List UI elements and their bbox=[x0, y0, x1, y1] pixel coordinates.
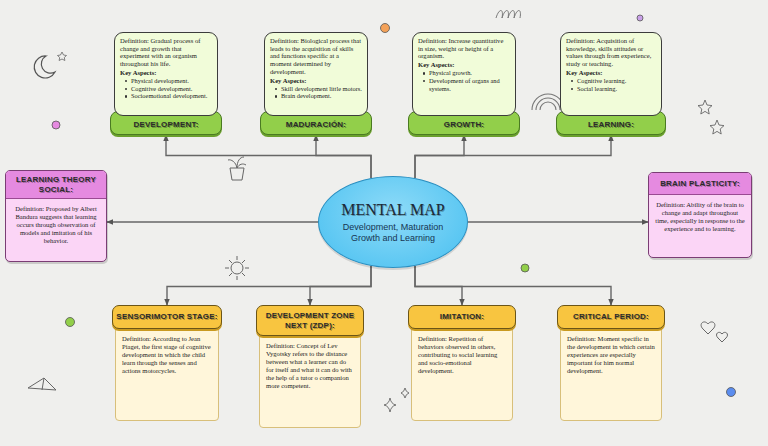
heading-text: LEARNING: bbox=[588, 120, 634, 130]
definition-text: Definition: Proposed by Albert Bandura s… bbox=[12, 205, 100, 245]
definition-panel: Definition: Moment specific in the devel… bbox=[560, 325, 662, 421]
connector-arrow bbox=[107, 221, 318, 222]
connector-arrow bbox=[468, 221, 648, 222]
bullet-item: Cognitive learning. bbox=[566, 77, 656, 85]
definition-card: SENSORIMOTOR STAGE: Definition: According… bbox=[112, 305, 222, 421]
bullet-item: Development of organs and systems. bbox=[418, 77, 510, 92]
dot-doodle bbox=[381, 24, 390, 33]
bullet-item: Physical growth. bbox=[418, 69, 510, 77]
star-doodle bbox=[698, 100, 712, 114]
map-subtitle: Development, Maturation Growth and Learn… bbox=[337, 222, 449, 244]
dot-doodle bbox=[727, 388, 736, 397]
definition-panel: Definition: Gradual process of change an… bbox=[114, 32, 218, 116]
definition-panel: Definition: Increase quantitative in siz… bbox=[412, 32, 516, 116]
definition-panel: Definition: Repetition of behaviors obse… bbox=[411, 325, 513, 421]
concept-card: Definition: Biological process that lead… bbox=[260, 32, 372, 135]
definition-text: Definition: Moment specific in the devel… bbox=[567, 335, 655, 375]
header-tab: SENSORIMOTOR STAGE: bbox=[112, 305, 222, 329]
key-aspects-label: Key Aspects: bbox=[566, 69, 656, 77]
definition-text: Definition: Concept of Lev Vygotsky refe… bbox=[266, 342, 354, 389]
star-doodle bbox=[57, 52, 66, 61]
definition-text: Definition: Increase quantitative in siz… bbox=[418, 37, 510, 60]
theory-card: LEARNING THEORY SOCIAL: Definition: Propo… bbox=[5, 170, 107, 262]
definition-panel: Definition: Ability of the brain to chan… bbox=[649, 195, 751, 257]
heading-text: BRAIN PLASTICITY: bbox=[660, 179, 740, 189]
central-topic: MENTAL MAP Development, Maturation Growth… bbox=[318, 176, 468, 268]
dot-doodle bbox=[52, 121, 60, 129]
bullet-item: Skill development little motors. bbox=[270, 85, 362, 93]
sparkle-doodle bbox=[384, 398, 396, 412]
heading-text: MADURACIÓN: bbox=[286, 120, 346, 130]
bullet-item: Physical development. bbox=[120, 77, 212, 85]
dot-doodle bbox=[521, 264, 529, 272]
definition-panel: Definition: According to Jean Piaget, th… bbox=[115, 325, 219, 421]
header-tab: IMITATION: bbox=[408, 305, 516, 329]
connector-arrow bbox=[415, 266, 611, 305]
bullet-item: Social learning. bbox=[566, 85, 656, 93]
header-band: BRAIN PLASTICITY: bbox=[649, 173, 751, 195]
sun-doodle bbox=[225, 256, 249, 280]
heading-text: GROWTH: bbox=[444, 120, 485, 130]
theory-card: BRAIN PLASTICITY: Definition: Ability of … bbox=[648, 172, 752, 258]
bullet-item: Socioemotional development. bbox=[120, 92, 212, 100]
connector-arrow bbox=[310, 266, 371, 305]
header-tab: DEVELOPMENT ZONE NEXT (ZDP): bbox=[256, 305, 364, 336]
heart-doodle bbox=[717, 332, 728, 342]
dot-doodle bbox=[66, 318, 75, 327]
bullet-item: Brain development. bbox=[270, 92, 362, 100]
sparkle-doodle bbox=[401, 388, 409, 398]
definition-text: Definition: Repetition of behaviors obse… bbox=[418, 335, 506, 375]
definition-card: CRITICAL PERIOD: Definition: Moment speci… bbox=[557, 305, 665, 421]
heading-text: DEVELOPMENT ZONE NEXT (ZDP): bbox=[260, 311, 360, 330]
definition-text: Definition: According to Jean Piaget, th… bbox=[122, 335, 212, 375]
dot-doodle bbox=[637, 15, 643, 21]
connector-arrow bbox=[415, 266, 462, 305]
key-aspects-label: Key Aspects: bbox=[270, 77, 362, 85]
heading-text: DEVELOPMENT: bbox=[133, 120, 198, 130]
definition-text: Definition: Gradual process of change an… bbox=[120, 37, 212, 68]
concept-card: Definition: Increase quantitative in siz… bbox=[408, 32, 520, 135]
definition-panel: Definition: Biological process that lead… bbox=[264, 32, 368, 116]
heading-text: SENSORIMOTOR STAGE: bbox=[116, 312, 217, 322]
map-title: MENTAL MAP bbox=[341, 201, 444, 219]
heading-text: CRITICAL PERIOD: bbox=[573, 312, 649, 322]
concept-card: Definition: Acquisition of knowledge, sk… bbox=[556, 32, 666, 135]
definition-panel: Definition: Acquisition of knowledge, sk… bbox=[560, 32, 662, 116]
heading-text: LEARNING THEORY SOCIAL: bbox=[9, 175, 103, 194]
definition-card: IMITATION: Definition: Repetition of beha… bbox=[408, 305, 516, 421]
definition-text: Definition: Biological process that lead… bbox=[270, 37, 362, 76]
bullet-item: Cognitive development. bbox=[120, 85, 212, 93]
key-aspects-label: Key Aspects: bbox=[120, 69, 212, 77]
connector-arrow bbox=[166, 135, 371, 178]
header-band: LEARNING THEORY SOCIAL: bbox=[6, 171, 106, 199]
heart-doodle bbox=[701, 322, 715, 334]
connector-arrow bbox=[415, 135, 464, 178]
header-tab: CRITICAL PERIOD: bbox=[557, 305, 665, 329]
concept-card: Definition: Gradual process of change an… bbox=[110, 32, 222, 135]
connector-arrow bbox=[167, 266, 371, 305]
key-aspects-label: Key Aspects: bbox=[418, 61, 510, 69]
definition-text: Definition: Ability of the brain to chan… bbox=[655, 201, 745, 233]
swirl-doodle bbox=[496, 11, 520, 19]
definition-panel: Definition: Proposed by Albert Bandura s… bbox=[6, 199, 106, 261]
sun-rays bbox=[225, 256, 249, 280]
plant-doodle bbox=[228, 157, 246, 180]
connector-arrow bbox=[415, 135, 611, 178]
definition-card: DEVELOPMENT ZONE NEXT (ZDP): Definition: … bbox=[256, 305, 364, 428]
definition-text: Definition: Acquisition of knowledge, sk… bbox=[566, 37, 656, 68]
paper-plane-doodle bbox=[28, 378, 56, 390]
star-doodle bbox=[710, 120, 724, 134]
connector-arrow bbox=[316, 135, 371, 178]
moon-doodle bbox=[34, 56, 55, 78]
sun-doodle bbox=[231, 262, 243, 274]
heading-text: IMITATION: bbox=[440, 312, 484, 322]
definition-panel: Definition: Concept of Lev Vygotsky refe… bbox=[259, 332, 361, 428]
